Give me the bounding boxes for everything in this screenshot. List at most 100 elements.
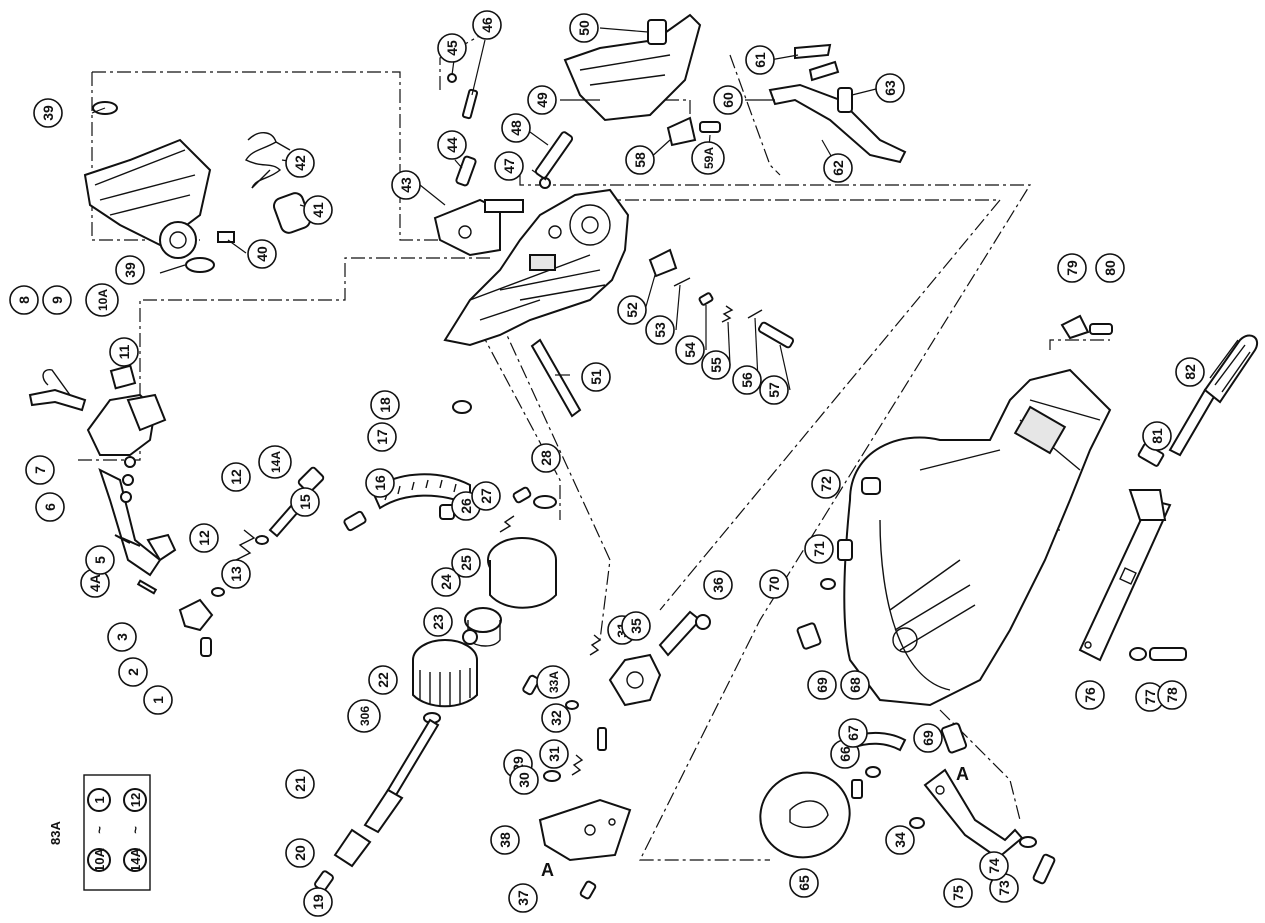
callout-circle	[107, 622, 137, 652]
callout-50: 50	[569, 13, 599, 43]
callout-label: 46	[479, 17, 495, 33]
section-markers: A A	[541, 764, 969, 880]
callout-label: 56	[739, 372, 755, 388]
callout-circle	[1142, 421, 1172, 451]
callout-35: 35	[621, 611, 651, 641]
callout-32: 32	[541, 703, 571, 733]
callout-74: 74	[979, 851, 1009, 881]
callout-circle	[221, 462, 251, 492]
callout-circle	[437, 130, 467, 160]
callout-18: 18	[370, 390, 400, 420]
callout-label: 79	[1064, 260, 1080, 276]
callout-circle	[838, 718, 868, 748]
callout-label: 54	[682, 342, 698, 358]
callout-circle	[370, 390, 400, 420]
callout-circle	[1095, 253, 1125, 283]
torsion-spring	[245, 132, 291, 189]
callout-label: 38	[497, 832, 513, 848]
callout-circle	[691, 141, 725, 175]
callout-circle	[303, 195, 333, 225]
callout-55: 55	[701, 350, 731, 380]
drum-and-knob	[412, 537, 557, 724]
callout-label: 24	[438, 574, 454, 590]
callout-circle	[536, 665, 570, 699]
callout-69: 69	[913, 723, 943, 753]
callout-circle	[701, 350, 731, 380]
kit-item-1-sep: ~	[92, 826, 107, 834]
pivot-disc	[759, 477, 968, 859]
callout-label: 80	[1102, 260, 1118, 276]
callout-label: 39	[122, 262, 138, 278]
callout-label: 5	[92, 556, 108, 564]
callout-36: 36	[703, 570, 733, 600]
callout-59A: 59A	[691, 141, 725, 175]
cover-plate	[538, 798, 632, 862]
callout-label: 39	[40, 105, 56, 121]
callout-56: 56	[732, 365, 762, 395]
arm-casting	[433, 188, 630, 347]
callout-label: 48	[508, 120, 524, 136]
callout-circle	[109, 337, 139, 367]
callout-80: 80	[1095, 253, 1125, 283]
callout-circle	[875, 73, 905, 103]
callout-label: 70	[766, 576, 782, 592]
callout-circle	[675, 335, 705, 365]
callout-75: 75	[943, 878, 973, 908]
callout-circle	[285, 769, 315, 799]
callout-label: 55	[708, 357, 724, 373]
spring-stack	[648, 248, 794, 349]
callout-34: 34	[885, 825, 915, 855]
callout-label: 59A	[702, 147, 716, 169]
callout-label: 15	[297, 494, 313, 510]
callout-circle	[581, 362, 611, 392]
callout-48: 48	[501, 113, 531, 143]
callout-label: 4A	[87, 574, 103, 592]
lever-assembly	[28, 364, 214, 657]
guard-bracket	[447, 13, 702, 189]
callout-label: 3	[114, 633, 130, 641]
callout-label: 63	[882, 80, 898, 96]
callout-39: 39	[115, 255, 145, 285]
callout-label: 22	[375, 672, 391, 688]
callout-circle	[25, 455, 55, 485]
callout-label: 26	[458, 498, 474, 514]
callout-65: 65	[789, 868, 819, 898]
callout-circle	[569, 13, 599, 43]
lower-bracket	[909, 768, 1056, 885]
callout-circle	[423, 607, 453, 637]
callout-label: 33A	[547, 671, 561, 693]
callout-label: 12	[196, 530, 212, 546]
callout-circle	[509, 765, 539, 795]
callout-label: 1	[150, 696, 166, 704]
grip-parts	[1060, 314, 1259, 467]
kit-legend: 83A 1 ~ 10A 12 ~ 14A	[48, 774, 151, 891]
callout-circle	[759, 375, 789, 405]
callout-15: 15	[290, 487, 320, 517]
callout-12: 12	[189, 523, 219, 553]
callout-label: 34	[892, 832, 908, 848]
callout-label: 25	[458, 555, 474, 571]
callout-19: 19	[303, 887, 333, 917]
callout-45: 45	[437, 33, 467, 63]
callout-circle	[885, 825, 915, 855]
callout-circle	[347, 699, 381, 733]
callout-label: 76	[1082, 687, 1098, 703]
callout-circle	[451, 548, 481, 578]
callout-label: 7	[32, 466, 48, 474]
callout-circle	[368, 665, 398, 695]
callout-circle	[1057, 253, 1087, 283]
callout-label: 78	[1164, 687, 1180, 703]
callout-20: 20	[285, 838, 315, 868]
callout-circle	[804, 534, 834, 564]
callout-label: 306	[358, 706, 372, 726]
callout-circle	[247, 239, 277, 269]
callout-61: 61	[745, 45, 775, 75]
callout-circle	[258, 445, 292, 479]
callout-40: 40	[247, 239, 277, 269]
callout-71: 71	[804, 534, 834, 564]
marker-a-right: A	[956, 764, 969, 784]
callout-69: 69	[807, 670, 837, 700]
callout-31: 31	[539, 739, 569, 769]
callout-label: 36	[710, 577, 726, 593]
